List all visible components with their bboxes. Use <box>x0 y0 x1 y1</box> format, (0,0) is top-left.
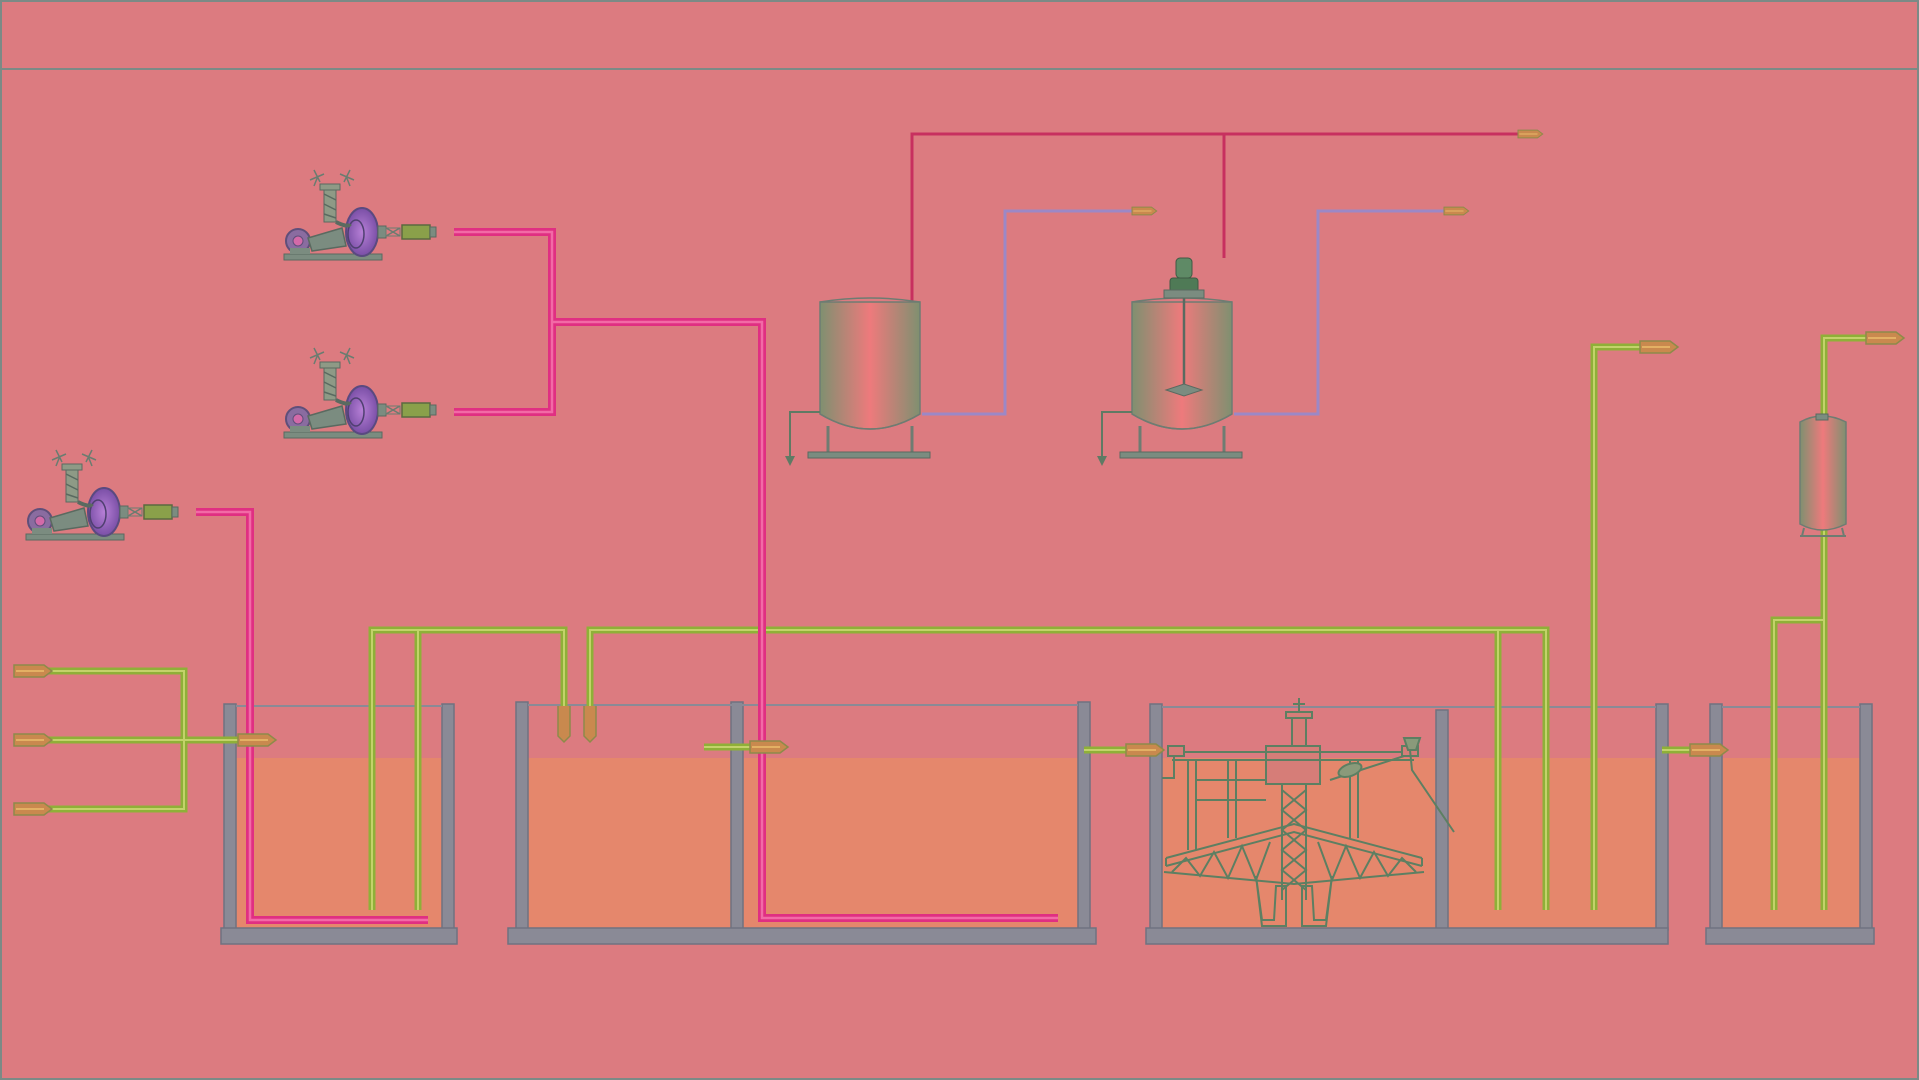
pump-1 <box>282 168 438 262</box>
process-pipes <box>46 334 1868 910</box>
pump-2 <box>282 346 438 440</box>
pump-3 <box>24 448 180 542</box>
nozzles <box>13 129 1905 816</box>
sludge-pipes <box>196 228 1058 924</box>
basin-3 <box>1145 703 1669 945</box>
basin-4 <box>1705 703 1875 945</box>
filter-vessel <box>1799 413 1847 537</box>
basin-2 <box>507 701 1097 945</box>
dosing-tank-1 <box>785 297 931 466</box>
reagent-lines <box>910 132 1518 416</box>
agitator-tank <box>1097 257 1243 466</box>
clarifier-scraper <box>1162 698 1455 927</box>
